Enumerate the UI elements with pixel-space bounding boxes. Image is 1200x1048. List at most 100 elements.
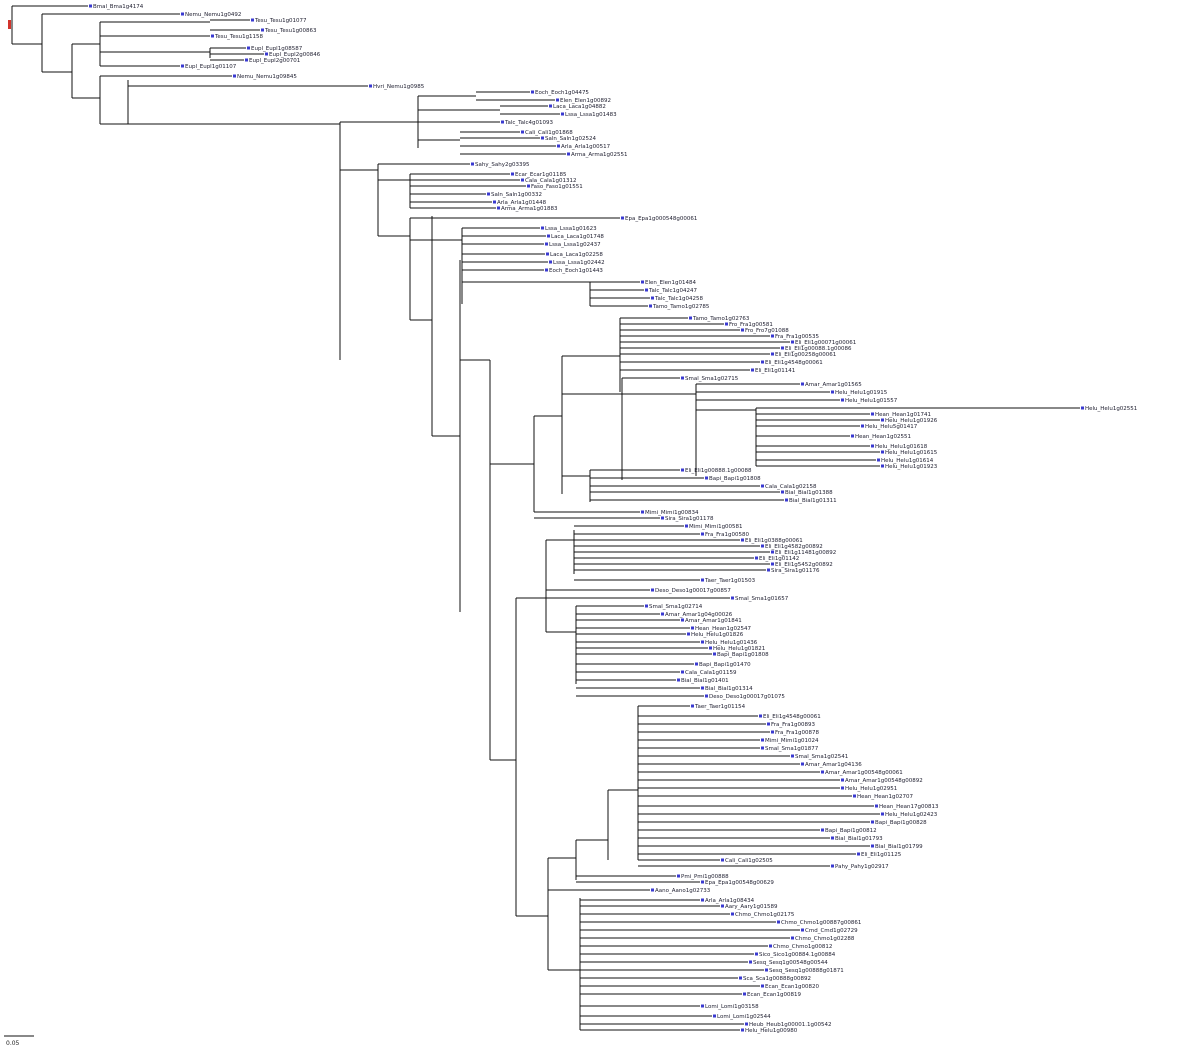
tip-label: Eli_Eli1g4548g00061 bbox=[765, 360, 823, 366]
tip-marker bbox=[765, 968, 768, 972]
tip-label: Lomi_Lomi1g03158 bbox=[705, 1004, 759, 1010]
tip-labels: Bmal_Bma1g4174Nemu_Nemu1g0492Tesu_Tesu1g… bbox=[93, 4, 1137, 1034]
tip-marker bbox=[771, 352, 774, 356]
tip-marker bbox=[801, 762, 804, 766]
tip-marker bbox=[681, 618, 684, 622]
tip-marker bbox=[755, 952, 758, 956]
tip-marker bbox=[567, 152, 570, 156]
tip-marker bbox=[731, 912, 734, 916]
tip-marker bbox=[821, 770, 824, 774]
tip-marker bbox=[761, 738, 764, 742]
tip-marker bbox=[749, 960, 752, 964]
tip-label: Nemu_Nemu1g09845 bbox=[237, 74, 297, 80]
tree-branches bbox=[11, 4, 1084, 1032]
tip-marker bbox=[875, 804, 878, 808]
tip-marker bbox=[181, 64, 184, 68]
tip-label: Aano_Aano1g02733 bbox=[655, 888, 711, 894]
tip-label: Amar_Amar1g00548g00061 bbox=[825, 770, 903, 776]
tip-marker bbox=[245, 58, 248, 62]
tip-label: Fro_Fro7g01088 bbox=[745, 328, 789, 334]
tip-label: Arma_Arma1g01883 bbox=[501, 206, 558, 212]
tip-label: Mimi_Mimi1g00834 bbox=[645, 510, 699, 516]
tip-label: Sico_Sico1g00884.1g00884 bbox=[759, 952, 836, 958]
tip-label: Deso_Deso1g00017g00857 bbox=[655, 588, 731, 594]
tip-marker bbox=[701, 898, 704, 902]
tip-label: Smal_Sma1g02715 bbox=[685, 376, 739, 382]
tip-marker bbox=[511, 172, 514, 176]
tip-marker bbox=[777, 920, 780, 924]
tip-marker bbox=[261, 28, 264, 32]
tip-label: Fra_Fra1g00878 bbox=[775, 730, 820, 736]
tip-label: Tamo_Tamo1g02763 bbox=[692, 316, 750, 322]
tip-marker bbox=[557, 144, 560, 148]
tip-marker bbox=[705, 694, 708, 698]
tip-label: Talc_Talc1g04258 bbox=[654, 296, 703, 302]
tip-label: Eli_Eli1g5452g00892 bbox=[775, 562, 833, 568]
tip-label: Bial_Bial1g01388 bbox=[785, 490, 833, 496]
tip-marker bbox=[725, 322, 728, 326]
tip-marker bbox=[677, 874, 680, 878]
tip-marker bbox=[881, 418, 884, 422]
tip-label: Sahy_Sahy2g03395 bbox=[475, 162, 530, 168]
tip-marker bbox=[541, 226, 544, 230]
tip-label: Eli_Eli1g4582g00892 bbox=[765, 544, 823, 550]
tip-marker bbox=[709, 646, 712, 650]
tip-marker bbox=[881, 812, 884, 816]
tip-label: Ecan_Ecan1g00820 bbox=[765, 984, 819, 990]
tip-label: Faso_Faso1g01551 bbox=[531, 184, 583, 190]
tip-marker bbox=[731, 596, 734, 600]
tip-label: Heub_Heub1g00001.1g00542 bbox=[749, 1022, 831, 1028]
tip-label: Helu_Helu1g01821 bbox=[713, 646, 765, 652]
tip-marker bbox=[881, 450, 884, 454]
tip-marker bbox=[851, 434, 854, 438]
tip-label: Eli_Eli1g4548g00061 bbox=[763, 714, 821, 720]
tip-label: Helu_Helu1g01614 bbox=[881, 458, 934, 464]
tip-label: Elen_Elen1g01484 bbox=[645, 280, 696, 286]
tip-marker bbox=[761, 984, 764, 988]
tip-label: Pahy_Pahy1g02917 bbox=[835, 864, 889, 870]
tip-marker bbox=[641, 280, 644, 284]
tip-marker bbox=[767, 568, 770, 572]
tip-label: Lssa_Lssa1g02442 bbox=[553, 260, 605, 266]
tip-label: Smal_Sma1g02714 bbox=[649, 604, 703, 610]
tip-label: Sira_Sira1g01178 bbox=[665, 516, 714, 522]
tip-label: Amar_Amar1g04136 bbox=[805, 762, 862, 768]
tip-marker bbox=[701, 880, 704, 884]
tip-label: Helu_Helu1g01436 bbox=[705, 640, 758, 646]
tip-label: Eli_Eli1g0388g00061 bbox=[745, 538, 803, 544]
tip-marker bbox=[841, 398, 844, 402]
tip-label: Taer_Taer1g01154 bbox=[694, 704, 746, 710]
tip-label: Chmo_Chmo1g00887g00861 bbox=[781, 920, 861, 926]
tip-marker bbox=[493, 200, 496, 204]
tip-marker bbox=[781, 346, 784, 350]
tip-label: Epa_Epa1g00548g00629 bbox=[705, 880, 774, 886]
tip-label: Fra_Fra1g00535 bbox=[775, 334, 820, 340]
tip-label: Sesq_Sesq1g00548g00544 bbox=[753, 960, 828, 966]
tip-label: Sca_Sca1g00888g00892 bbox=[743, 976, 811, 982]
tip-marker bbox=[685, 524, 688, 528]
tip-label: Cala_Cala1g02158 bbox=[765, 484, 817, 490]
tip-label: Saln_Saln1g00332 bbox=[491, 192, 542, 198]
tip-marker bbox=[501, 120, 504, 124]
tip-marker bbox=[791, 754, 794, 758]
tip-label: Laca_Laca1g02258 bbox=[550, 252, 603, 258]
tip-label: Mimi_Mimi1g01024 bbox=[765, 738, 819, 744]
tip-marker bbox=[857, 852, 860, 856]
tip-label: Mimi_Mimi1g00581 bbox=[689, 524, 743, 530]
tip-marker bbox=[545, 268, 548, 272]
tip-marker bbox=[801, 928, 804, 932]
tip-label: Arla_Arla1g01448 bbox=[497, 200, 547, 206]
tip-marker bbox=[721, 904, 724, 908]
tip-marker bbox=[661, 516, 664, 520]
tip-marker bbox=[497, 206, 500, 210]
tip-label: Smal_Sma1g02541 bbox=[795, 754, 848, 760]
tip-label: Tamo_Tamo1g02785 bbox=[652, 304, 710, 310]
tip-marker bbox=[701, 578, 704, 582]
tip-label: Sira_Sira1g01176 bbox=[771, 568, 820, 574]
tip-label: Cali_Cali1g01868 bbox=[525, 130, 573, 136]
tip-label: Elen_Elen1g00892 bbox=[560, 98, 611, 104]
tip-label: Helu_Helu1g01915 bbox=[835, 390, 888, 396]
tip-label: Epa_Epa1g000548g00061 bbox=[625, 216, 697, 222]
tip-marker bbox=[649, 304, 652, 308]
tip-label: Chmo_Chmo1g02288 bbox=[795, 936, 855, 942]
